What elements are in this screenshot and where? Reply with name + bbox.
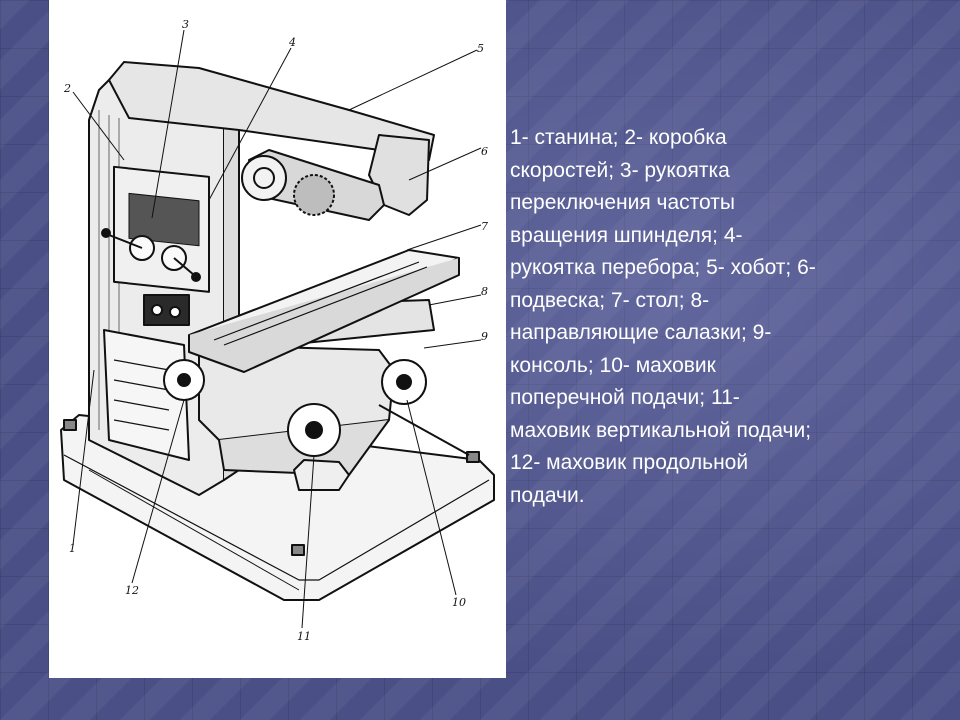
figure-caption: 1- станина; 2- коробка скоростей; 3- рук… [510, 126, 816, 507]
callout-7: 7 [481, 220, 488, 233]
milling-machine-figure: 2 3 4 5 6 7 8 9 10 11 12 1 [49, 0, 506, 678]
callout-6: 6 [481, 145, 488, 158]
callout-9: 9 [481, 330, 488, 343]
callout-11: 11 [297, 630, 311, 643]
callout-4: 4 [288, 36, 296, 49]
switch-box [143, 294, 190, 326]
milling-machine-drawing: 2 3 4 5 6 7 8 9 10 11 12 1 [60, 18, 495, 643]
callout-1: 1 [69, 542, 76, 555]
callout-8: 8 [481, 285, 488, 298]
cutter [293, 174, 335, 216]
callout-2: 2 [63, 82, 71, 95]
callout-10: 10 [452, 596, 466, 609]
arbor-support [368, 134, 430, 216]
callout-12: 12 [125, 584, 139, 597]
callout-5: 5 [477, 42, 484, 55]
callout-3: 3 [182, 18, 189, 31]
